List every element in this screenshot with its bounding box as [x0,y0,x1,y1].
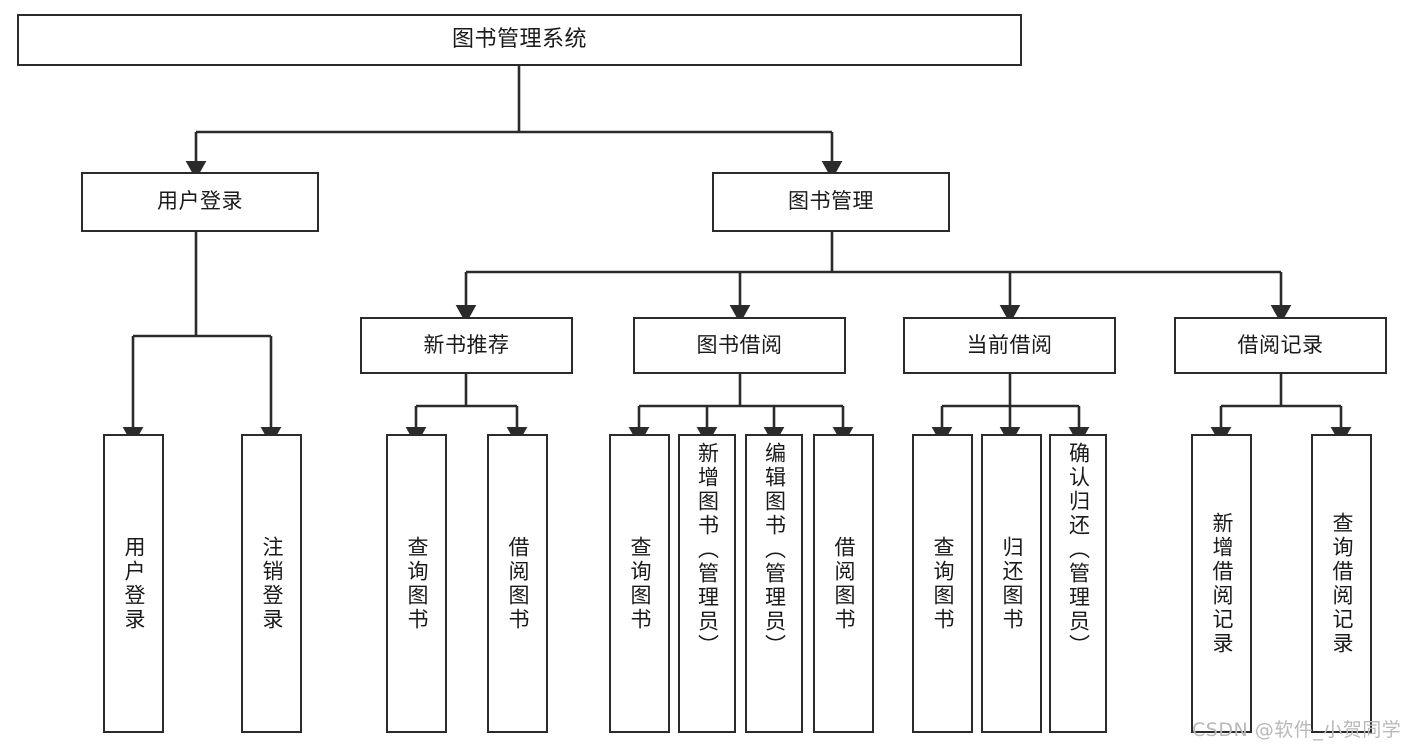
node-label: 用户登录 [122,535,146,632]
node-leaf-query-book-borrow[interactable]: 查询图书 [609,434,670,733]
node-leaf-edit-book-admin[interactable]: 编辑图书（管理员） [745,434,803,733]
node-leaf-query-borrow-record[interactable]: 查询借阅记录 [1311,434,1372,733]
node-label: 借阅图书 [506,535,530,632]
node-label: 编辑图书（管理员） [762,442,787,658]
node-label: 归还图书 [1000,535,1024,632]
node-leaf-query-book-recommend[interactable]: 查询图书 [386,434,447,733]
node-label: 新增图书（管理员） [695,442,720,658]
node-current-borrow[interactable]: 当前借阅 [903,317,1116,374]
csdn-watermark: CSDN @软件_小贺同学 [1192,719,1402,741]
node-label: 图书借阅 [696,332,783,357]
node-leaf-borrow-book[interactable]: 借阅图书 [813,434,874,733]
node-leaf-borrow-book-recommend[interactable]: 借阅图书 [487,434,548,733]
node-label: 新书推荐 [423,332,510,357]
node-label: 借阅图书 [832,535,856,632]
node-label: 当前借阅 [966,332,1053,357]
node-leaf-user-login[interactable]: 用户登录 [103,434,164,733]
node-label: 查询图书 [931,535,955,632]
node-user-login[interactable]: 用户登录 [81,172,319,232]
node-label: 图书管理 [788,189,874,214]
node-label: 查询图书 [628,535,652,632]
node-label: 确认归还（管理员） [1066,442,1091,658]
node-root-system[interactable]: 图书管理系统 [17,14,1022,66]
node-new-book-recommend[interactable]: 新书推荐 [360,317,573,374]
node-label: 新增借阅记录 [1210,511,1234,656]
node-label: 注销登录 [260,535,284,632]
node-label: 借阅记录 [1237,332,1324,357]
node-leaf-return-book[interactable]: 归还图书 [981,434,1042,733]
node-book-management[interactable]: 图书管理 [712,172,950,232]
node-leaf-logout[interactable]: 注销登录 [241,434,302,733]
node-label: 图书管理系统 [451,26,587,52]
node-leaf-add-book-admin[interactable]: 新增图书（管理员） [678,434,736,733]
node-label: 用户登录 [157,189,243,214]
node-leaf-add-borrow-record[interactable]: 新增借阅记录 [1191,434,1252,733]
node-leaf-confirm-return-admin[interactable]: 确认归还（管理员） [1049,434,1107,733]
node-leaf-query-book-current[interactable]: 查询图书 [912,434,973,733]
node-label: 查询借阅记录 [1330,511,1354,656]
node-book-borrow[interactable]: 图书借阅 [633,317,846,374]
node-label: 查询图书 [405,535,429,632]
node-borrow-record[interactable]: 借阅记录 [1174,317,1387,374]
